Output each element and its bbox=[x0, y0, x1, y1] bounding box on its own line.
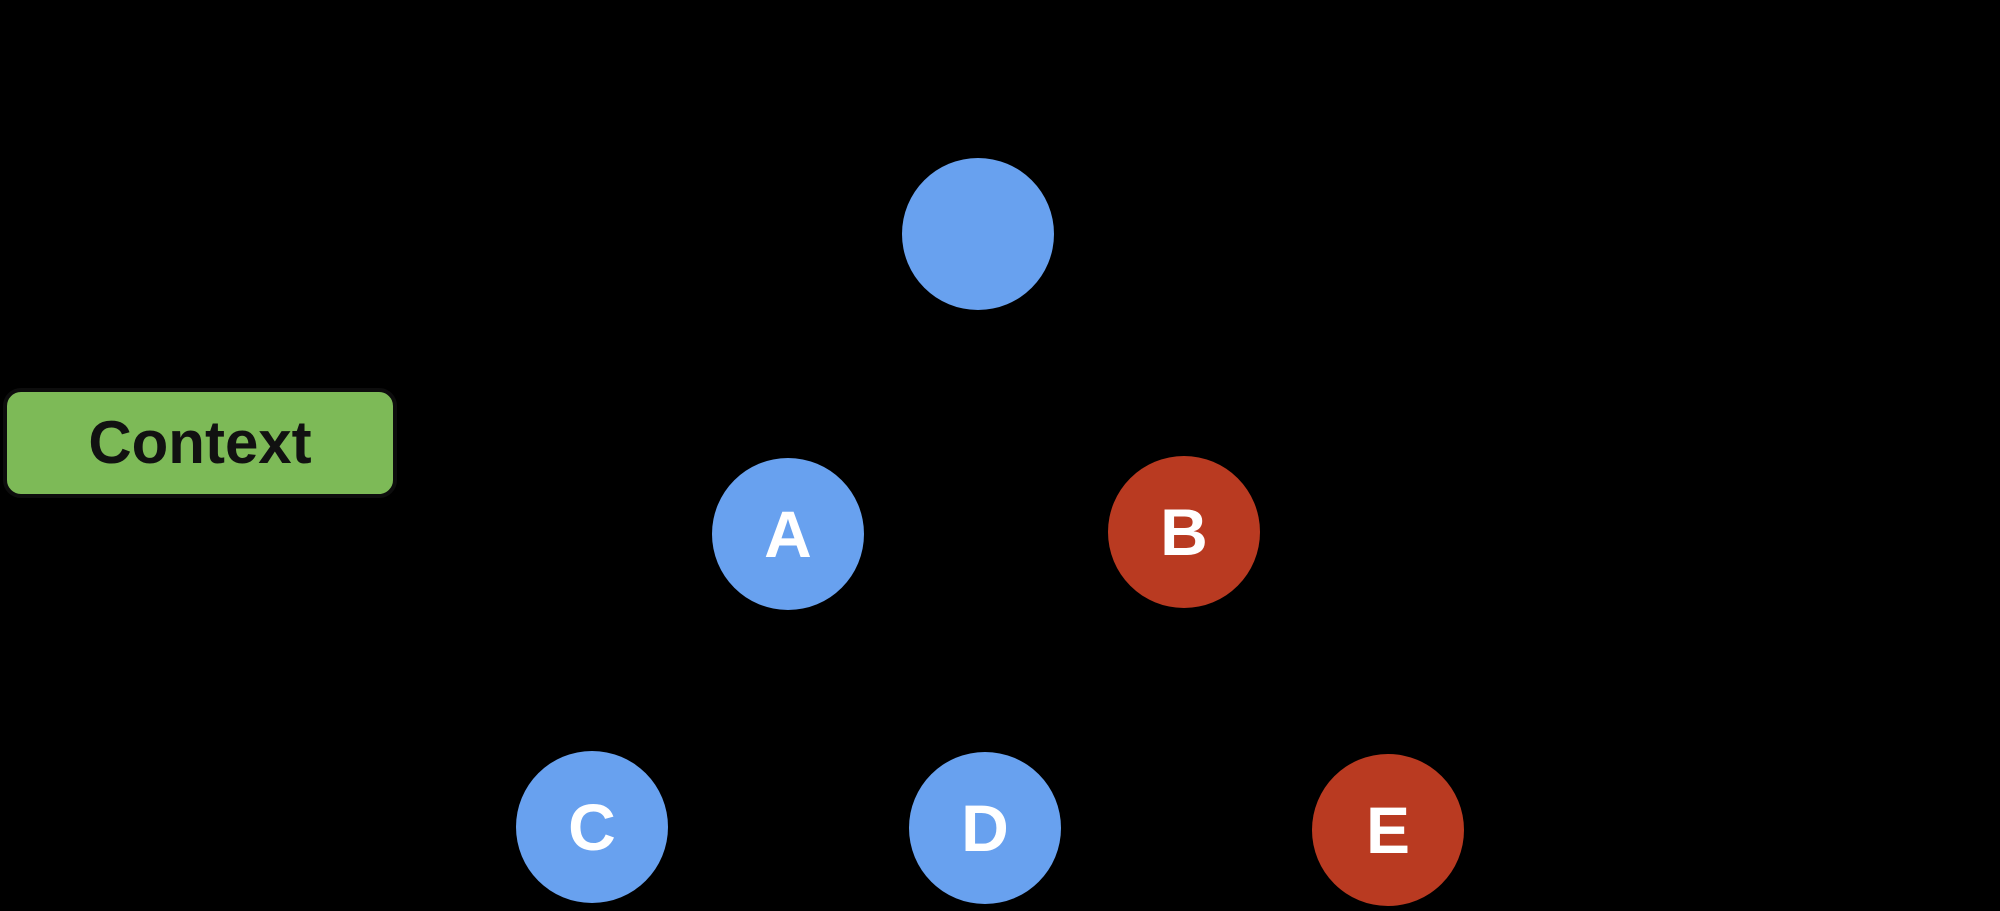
node-a: A bbox=[712, 458, 864, 610]
context-label: Context bbox=[88, 409, 312, 476]
node-a-label: A bbox=[764, 497, 812, 571]
node-root bbox=[902, 158, 1054, 310]
node-b-label: B bbox=[1160, 495, 1208, 569]
node-d-label: D bbox=[961, 791, 1009, 865]
node-e: E bbox=[1312, 754, 1464, 906]
node-b: B bbox=[1108, 456, 1260, 608]
context-label-box: Context bbox=[3, 388, 397, 498]
node-c-label: C bbox=[568, 790, 616, 864]
node-d: D bbox=[909, 752, 1061, 904]
node-c: C bbox=[516, 751, 668, 903]
node-e-label: E bbox=[1365, 793, 1411, 867]
